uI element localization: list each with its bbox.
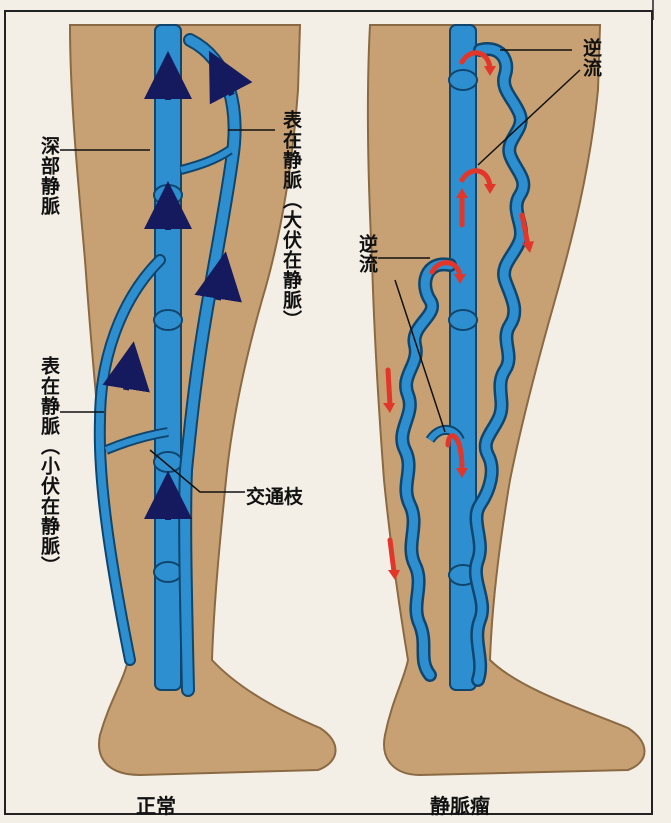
flow-arrow [126,365,130,390]
label-reflux-middle: 逆流 [354,234,381,274]
label-reflux-top: 逆流 [578,38,605,78]
flow-arrow [218,275,222,300]
label-deep-vein: 深部静脈 [36,136,63,216]
valve-node [154,452,182,472]
caption-varicose: 静脈瘤 [430,790,490,819]
normal-deep-vein [155,25,181,690]
label-great-saphenous-vein: 表在静脈（大伏在静脈） [278,110,305,330]
reflux-arrow [388,370,390,405]
valve-node [154,310,182,330]
caption-normal: 正常 [136,790,176,819]
label-communicating-branch: 交通枝 [246,482,303,509]
label-small-saphenous-vein: 表在静脈（小伏在静脈） [36,356,63,576]
valve-node [449,70,477,90]
valve-node [154,562,182,582]
valve-node [154,185,182,205]
valve-node [449,310,477,330]
